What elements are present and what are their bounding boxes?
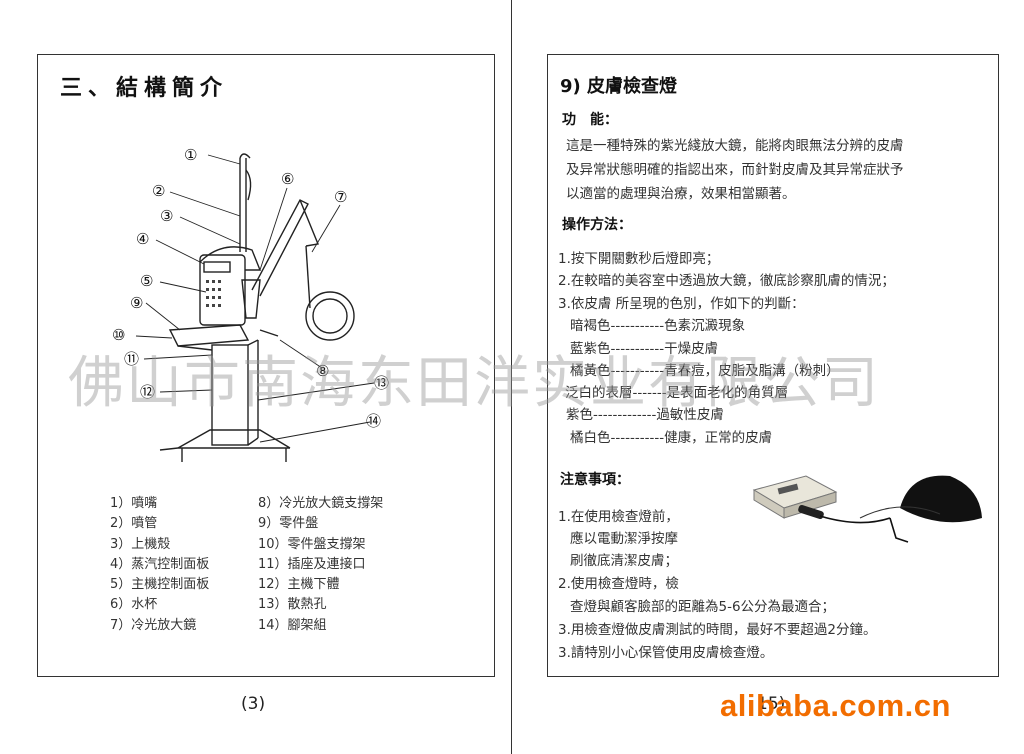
notes-heading: 注意事項： <box>560 472 630 488</box>
color-judgement: 橘白色-----------健康，正常的皮膚 <box>570 430 773 446</box>
color-judgement: 暗褐色-----------色素沉澱現象 <box>570 318 746 334</box>
callout-6: ⑥ <box>281 170 294 188</box>
callout-3: ③ <box>160 207 173 225</box>
note-line: 2.使用檢查燈時，檢 <box>558 576 679 592</box>
brand-watermark: alibaba.com.cn <box>720 688 951 723</box>
parts-item: 6）水杯 <box>110 597 158 613</box>
note-line: 應以電動潔淨按摩 <box>570 531 678 547</box>
callout-13: ⑬ <box>374 374 389 392</box>
parts-item: 7）冷光放大鏡 <box>110 617 197 633</box>
callout-11: ⑪ <box>124 350 139 368</box>
note-line: 3.請特別小心保管使用皮膚檢查燈。 <box>558 645 774 661</box>
function-description: 這是一種特殊的紫光綫放大鏡，能將肉眼無法分辨的皮膚 及异常狀態明確的指認出來，而… <box>566 134 904 206</box>
operation-step: 3.依皮膚 所呈現的色別，作如下的判斷： <box>558 296 805 312</box>
left-page-number: (3) <box>241 694 266 714</box>
parts-list-right: 8）冷光放大鏡支撐架 9）零件盤 10）零件盤支撐架 11）插座及連接口 12）… <box>258 494 383 636</box>
parts-item: 1）噴嘴 <box>110 496 158 511</box>
function-line: 以適當的處理與治療，效果相當顯著。 <box>566 186 796 202</box>
left-page-title: 三、結構簡介 <box>60 76 229 101</box>
function-line: 及异常狀態明確的指認出來，而針對皮膚及其异常症狀予 <box>566 162 904 178</box>
parts-item: 8）冷光放大鏡支撐架 <box>258 496 384 511</box>
callout-4: ④ <box>136 230 149 248</box>
callout-9: ⑨ <box>130 294 143 312</box>
operation-step: 2.在較暗的美容室中透過放大鏡，徹底診察肌膚的情況； <box>558 273 895 289</box>
parts-list-left: 1）噴嘴 2）噴管 3）上機殼 4）蒸汽控制面板 5）主機控制面板 6）水杯 7… <box>110 494 209 636</box>
operation-heading: 操作方法： <box>562 217 632 233</box>
left-page-frame <box>37 54 495 677</box>
color-judgement: 橘黃色-----------青春痘，皮脂及脂溝（粉刺） <box>570 363 840 379</box>
parts-item: 11）插座及連接口 <box>258 556 366 572</box>
parts-item: 9）零件盤 <box>258 516 319 532</box>
callout-5: ⑤ <box>140 272 153 290</box>
callout-8: ⑧ <box>316 362 329 380</box>
note-line: 查燈與顧客臉部的距離為5-6公分為最適合； <box>570 599 836 615</box>
color-judgement: 泛白的表層-------是表面老化的角質層 <box>565 385 789 401</box>
parts-item: 14）腳架組 <box>258 617 327 633</box>
callout-14: ⑭ <box>366 412 381 430</box>
operation-step: 1.按下開關數秒后燈即亮； <box>558 251 720 267</box>
parts-item: 5）主機控制面板 <box>110 577 210 593</box>
skin-inspection-lamp-photo <box>752 475 982 543</box>
parts-item: 2）噴管 <box>110 516 158 532</box>
note-line: 1.在使用檢查燈前， <box>558 509 679 525</box>
page-divider <box>511 0 512 754</box>
callout-1: ① <box>184 146 197 164</box>
right-page-title: 9) 皮膚檢查燈 <box>560 76 678 97</box>
parts-item: 4）蒸汽控制面板 <box>110 556 210 572</box>
function-heading: 功 能： <box>562 112 618 128</box>
callout-2: ② <box>152 182 165 200</box>
callout-7: ⑦ <box>334 188 347 206</box>
parts-item: 10）零件盤支撐架 <box>258 536 366 552</box>
callout-10: ⑩ <box>112 326 125 344</box>
facial-steamer-diagram: ① ② ③ ④ ⑤ ⑨ ⑩ ⑪ ⑫ ⑥ ⑦ ⑧ ⑬ ⑭ <box>112 146 389 462</box>
color-judgement: 藍紫色-----------干燥皮膚 <box>570 341 719 357</box>
function-line: 這是一種特殊的紫光綫放大鏡，能將肉眼無法分辨的皮膚 <box>566 138 904 154</box>
note-line: 刷徹底清潔皮膚； <box>570 553 678 569</box>
parts-item: 12）主機下體 <box>258 577 340 593</box>
right-page-frame <box>547 54 999 677</box>
parts-item: 13）散熱孔 <box>258 597 327 613</box>
right-page-number: 15) <box>757 694 786 714</box>
callout-12: ⑫ <box>140 383 155 401</box>
note-line: 3.用檢查燈做皮膚測試的時間，最好不要超過2分鐘。 <box>558 622 877 638</box>
parts-item: 3）上機殼 <box>110 536 171 552</box>
color-judgement: 紫色-------------過敏性皮膚 <box>566 407 724 423</box>
